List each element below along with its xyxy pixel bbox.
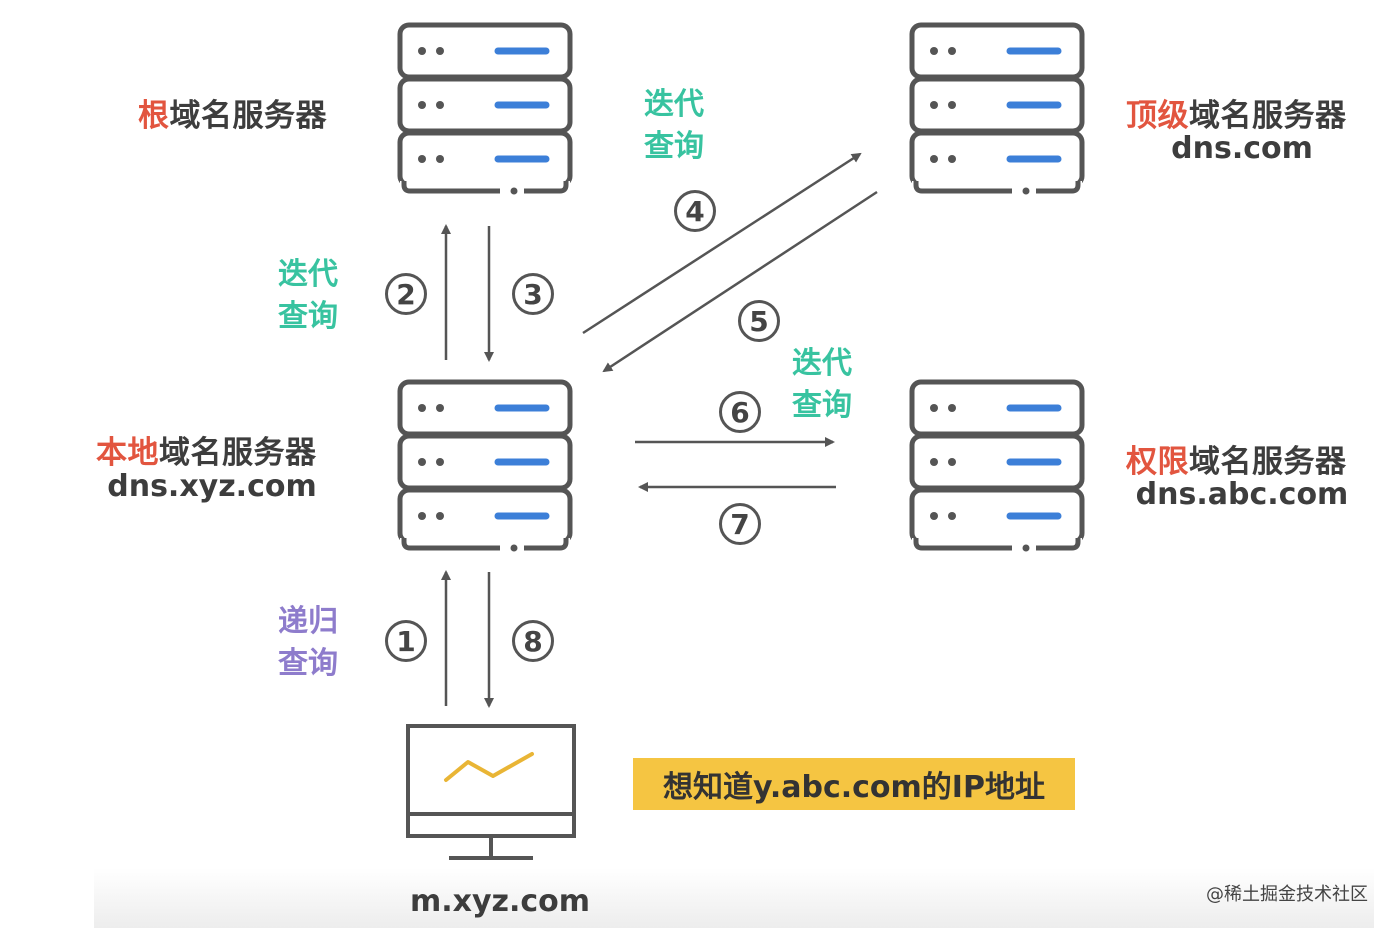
root-label-highlight: 根 [138, 98, 170, 134]
local-host: dns.xyz.com [107, 469, 317, 504]
tld-label-rest: 域名服务器 [1189, 98, 1347, 134]
iterative-query-label-right: 迭代 查询 [782, 343, 862, 427]
step-3-badge: 3 [512, 273, 554, 315]
authoritative-label-rest: 域名服务器 [1189, 444, 1347, 480]
tld-server-icon [912, 25, 1082, 195]
iterative-line1: 迭代 [278, 257, 338, 292]
authoritative-server-label: 权限域名服务器 [1126, 436, 1347, 481]
step-1-badge: 1 [385, 620, 427, 662]
iterative-line2: 查询 [644, 129, 704, 164]
local-server-icon [400, 382, 570, 552]
local-server-label: 本地域名服务器 [96, 427, 317, 472]
step-8-badge: 8 [512, 620, 554, 662]
local-label-rest: 域名服务器 [159, 435, 317, 471]
authoritative-host: dns.abc.com [1135, 477, 1349, 512]
root-label-rest: 域名服务器 [169, 98, 327, 134]
iterative-line2: 查询 [278, 299, 338, 334]
authoritative-label-highlight: 权限 [1126, 444, 1189, 480]
recursive-query-label: 递归 查询 [268, 601, 348, 685]
root-server-label: 根域名服务器 [138, 90, 327, 135]
step-6-badge: 6 [719, 391, 761, 433]
step-2-badge: 2 [385, 273, 427, 315]
tld-host: dns.com [1171, 131, 1313, 166]
iterative-line1: 迭代 [644, 87, 704, 122]
authoritative-server-icon [912, 382, 1082, 552]
step-7-badge: 7 [719, 503, 761, 545]
root-server-icon [400, 25, 570, 195]
step-5-badge: 5 [738, 300, 780, 342]
iterative-query-label-left: 迭代 查询 [268, 254, 348, 338]
iterative-query-label-top: 迭代 查询 [634, 84, 714, 168]
tld-label-highlight: 顶级 [1126, 98, 1189, 134]
arrow-step-5 [602, 190, 878, 373]
client-host: m.xyz.com [409, 884, 591, 919]
step-4-badge: 4 [674, 190, 716, 232]
arrow-step-4 [582, 152, 862, 335]
iterative-line2: 查询 [792, 388, 852, 423]
iterative-line1: 迭代 [792, 346, 852, 381]
client-computer-icon [406, 724, 576, 860]
local-label-highlight: 本地 [96, 435, 159, 471]
recursive-line1: 递归 [278, 604, 338, 639]
watermark: @稀土掘金技术社区 [1206, 884, 1368, 905]
question-banner: 想知道y.abc.com的IP地址 [633, 758, 1075, 810]
bottom-fade [94, 868, 1374, 928]
recursive-line2: 查询 [278, 646, 338, 681]
tld-server-label: 顶级域名服务器 [1126, 90, 1347, 135]
